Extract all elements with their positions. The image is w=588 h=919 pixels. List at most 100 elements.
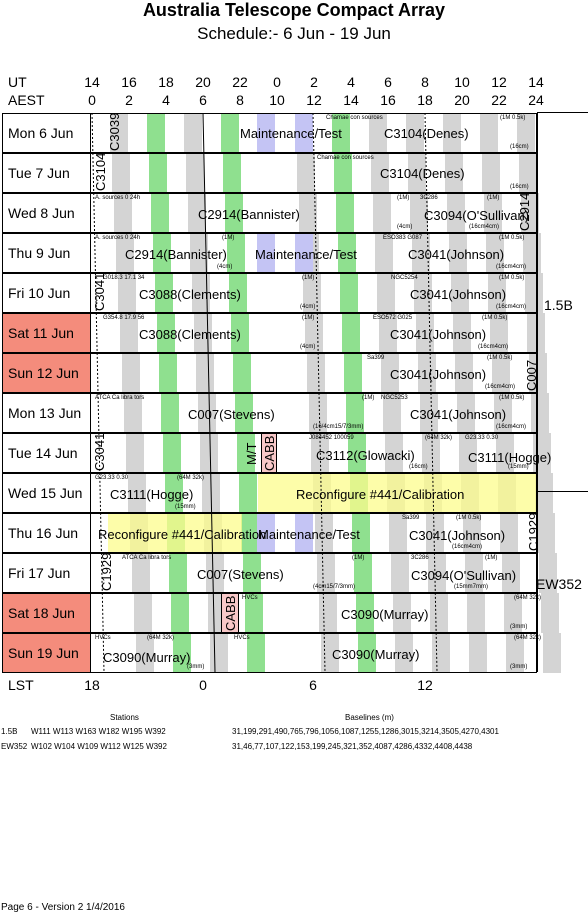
config1-stations: W111 W113 W163 W182 W195 W392 [31, 727, 166, 736]
time-stripe [332, 113, 350, 153]
time-stripe [336, 193, 354, 233]
time-stripe [492, 353, 510, 393]
schedule-entry: (4cm15/7/3mm) [313, 584, 356, 590]
page-subtitle: Schedule:- 6 Jun - 19 Jun [197, 24, 391, 43]
time-stripe [239, 473, 257, 513]
time-stripe [116, 233, 134, 273]
row-border [2, 113, 537, 153]
aest-tick: 4 [162, 92, 170, 108]
schedule-entry: 3C286 [420, 195, 438, 201]
maint-stripe [295, 513, 313, 553]
schedule-entry: G23.33 0.30 [95, 475, 129, 481]
time-stripe [455, 353, 473, 393]
row-border [2, 473, 537, 513]
schedule-entry: C3094(O'Sullivan) [424, 208, 530, 223]
row-border [2, 273, 537, 313]
time-stripe [223, 153, 241, 193]
time-stripe [469, 633, 487, 673]
schedule-entry: (1M) [485, 555, 498, 561]
time-stripe [346, 393, 364, 433]
time-stripe [126, 433, 144, 473]
time-stripe [163, 433, 181, 473]
time-stripe [496, 433, 514, 473]
stations-header: Stations [110, 713, 139, 722]
table-row: Mon 6 Jun [2, 113, 537, 153]
schedule-entry: NGC5253 [381, 395, 408, 401]
time-stripe [377, 273, 395, 313]
time-stripe [173, 633, 191, 673]
ut-tick: 10 [454, 74, 470, 90]
time-stripe [112, 153, 130, 193]
config2-stations: W102 W104 W109 W112 W125 W392 [31, 742, 167, 751]
ut-tick: 2 [310, 74, 318, 90]
table-row: Thu 9 Jun [2, 233, 541, 273]
schedule-entry: (64M 32k) [147, 635, 175, 641]
schedule-entry: 3C286 [411, 555, 429, 561]
time-stripe [184, 113, 202, 153]
day-label: Sat 18 Jun [2, 593, 91, 633]
time-stripe [321, 633, 339, 673]
schedule-entry: (1M 0.5k) [499, 235, 525, 241]
row-border [2, 593, 537, 633]
schedule-entry: (16cm4cm) [496, 304, 527, 310]
time-stripe [393, 593, 411, 633]
time-stripe [159, 353, 177, 393]
day-label: Mon 6 Jun [2, 113, 91, 153]
time-stripe [352, 513, 370, 553]
time-stripe [340, 273, 358, 313]
schedule-entry: (1M 0.5k) [500, 115, 526, 121]
config1-name: 1.5B [1, 727, 18, 736]
schedule-entry: (16cm4cm) [496, 264, 527, 270]
schedule-entry: HVCs [234, 635, 250, 641]
table-row: Tue 7 Jun [2, 153, 537, 193]
config1-baselines: 31,199,291,490,765,796,1056,1087,1255,12… [232, 727, 499, 736]
schedule-entry: C3111(Hogge) [468, 450, 552, 465]
aest-tick: 12 [306, 92, 322, 108]
time-stripe [391, 553, 409, 593]
schedule-entry: C3041(Johnson) [390, 327, 487, 342]
day-label: Fri 10 Jun [2, 273, 91, 313]
ut-tick: 14 [528, 74, 544, 90]
schedule-entry: C007(Stevens) [188, 407, 275, 422]
schedule-entry: (15mm7mm) [454, 584, 488, 590]
schedule-entry: C3090(Murray) [341, 607, 429, 622]
time-stripe [247, 633, 265, 673]
schedule-entry: C3104(Denes) [380, 166, 465, 181]
schedule-entry: A. sources 0 24h [95, 235, 141, 241]
maint-stripe [257, 513, 275, 553]
schedule-entry: HVCs [242, 595, 258, 601]
schedule-entry: A. sources 0 24h [95, 195, 141, 201]
table-row: Fri 17 Jun [2, 553, 557, 593]
table-row: Sun 19 Jun [2, 633, 561, 673]
cabb-label: CABB [223, 595, 238, 631]
time-stripe [488, 273, 506, 313]
schedule-entry: (3mm) [187, 664, 205, 670]
aest-tick: 8 [236, 92, 244, 108]
schedule-entry: (16cm) [409, 464, 428, 470]
time-stripe [110, 113, 128, 153]
ut-label: UT [8, 74, 27, 90]
schedule-entry: (1M) [362, 395, 375, 401]
lst-tick: 12 [417, 677, 433, 693]
table-row: Wed 15 Jun [2, 473, 553, 513]
time-stripe [535, 473, 553, 513]
aest-tick: 24 [528, 92, 544, 108]
schedule-entry: Sa399 [402, 515, 420, 521]
day-label: Mon 13 Jun [2, 393, 91, 433]
time-stripe [459, 433, 477, 473]
lst-tick: 0 [199, 677, 207, 693]
ut-tick: 8 [421, 74, 429, 90]
time-stripe [122, 353, 140, 393]
schedule-entry: ESO383 G087 [383, 235, 423, 241]
time-stripe [385, 433, 403, 473]
schedule-entry: (16cm4cm) [469, 224, 500, 230]
schedule-entry: C3041(Johnson) [410, 407, 507, 422]
time-stripe [373, 193, 391, 233]
schedule-entry: (1M 0.5k) [499, 395, 525, 401]
time-stripe [465, 553, 483, 593]
time-stripe [151, 193, 169, 233]
schedule-entry: (1M 0.5k) [456, 515, 482, 521]
table-row: Sun 12 Jun [2, 353, 547, 393]
time-stripe [406, 113, 424, 153]
time-stripe [521, 193, 539, 233]
